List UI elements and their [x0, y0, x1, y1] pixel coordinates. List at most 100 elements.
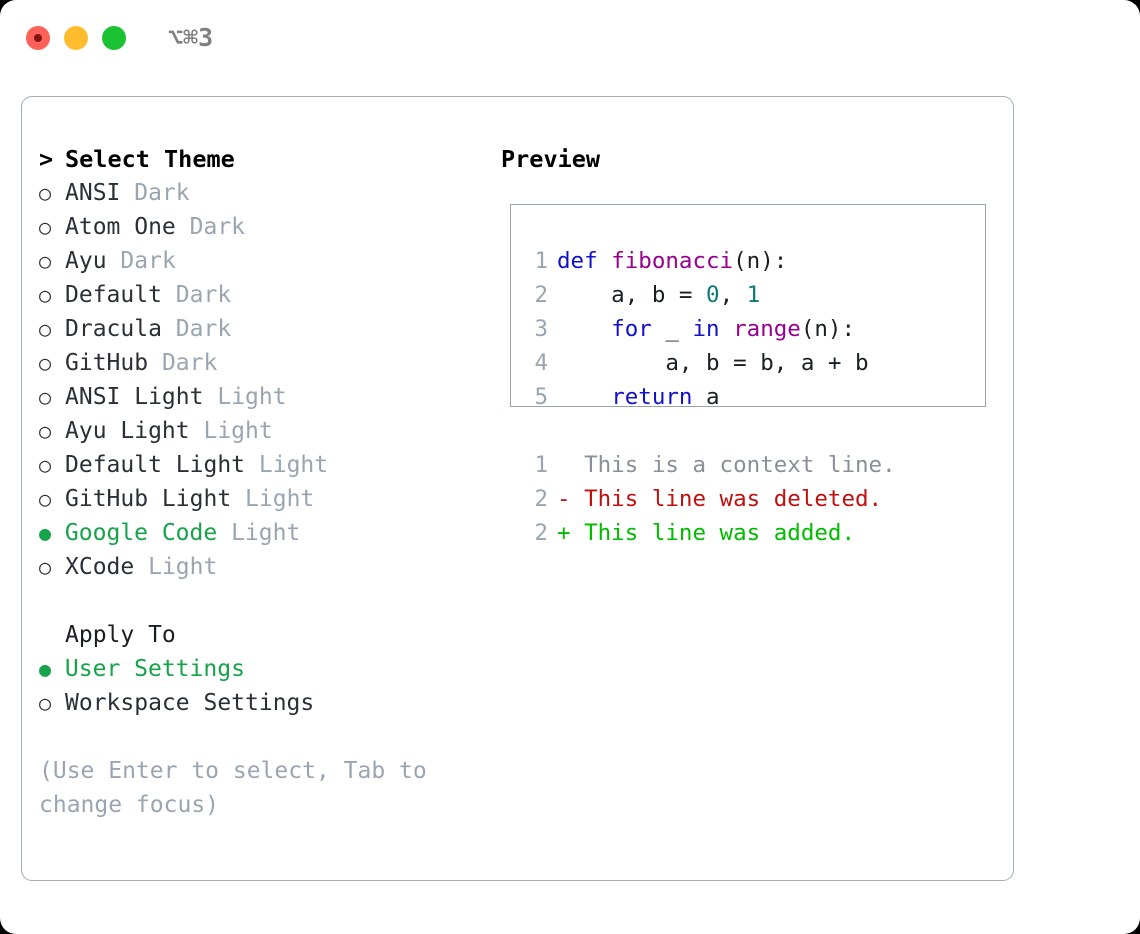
theme-option-tag-label: Light	[231, 520, 301, 546]
code-token: (n):	[733, 248, 788, 274]
diff-marker	[557, 452, 571, 478]
code-line: 5 return a	[511, 380, 985, 414]
line-number: 4	[534, 350, 548, 376]
theme-option-label: GitHub	[65, 350, 149, 376]
radio-unselected-icon: ○	[39, 317, 52, 341]
radio-unselected-icon: ○	[39, 453, 52, 477]
diff-text: This line was added.	[570, 520, 856, 546]
theme-option-tag-label: Light	[203, 418, 273, 444]
theme-option-xcode-light[interactable]: ○ XCode Light	[39, 550, 499, 584]
code-token: fibonacci	[611, 248, 734, 274]
theme-option-dracula-dark[interactable]: ○ Dracula Dark	[39, 312, 499, 346]
maximize-button[interactable]	[102, 26, 126, 50]
keyboard-hint-text: (Use Enter to select, Tab to change focu…	[39, 758, 427, 818]
theme-option-ansi-dark[interactable]: ○ANSI Dark	[39, 176, 499, 210]
code-token: in	[692, 316, 720, 342]
code-token	[557, 316, 611, 342]
code-token: (n):	[800, 316, 856, 342]
radio-selected-icon: ●	[39, 521, 52, 545]
code-line: 2 a, b = 0, 1	[511, 278, 985, 312]
code-token: 1	[746, 282, 761, 308]
code-line: 3 for _ in range(n):	[511, 312, 985, 346]
code-line: 4 a, b = b, a + b	[511, 346, 985, 380]
theme-option-tag-label: Dark	[161, 350, 218, 376]
theme-option-tag-label: Dark	[175, 282, 232, 308]
line-number: 1	[534, 452, 548, 478]
theme-option-tag-label: Dark	[134, 180, 190, 206]
diff-text: This is a context line.	[570, 452, 896, 478]
main-panel: >Select Theme ○ANSI Dark ○Atom One Dark …	[21, 96, 1014, 881]
theme-option-label: Ayu	[65, 248, 107, 274]
diff-line-deleted: 2- This line was deleted.	[511, 482, 985, 516]
theme-option-ayu-dark[interactable]: ○ Ayu Dark	[39, 244, 499, 278]
line-number: 2	[534, 282, 548, 308]
code-token	[557, 384, 611, 410]
theme-option-label: Google Code	[64, 520, 218, 546]
theme-option-label: Dracula	[65, 316, 162, 342]
theme-option-label: ANSI Light	[65, 384, 204, 410]
theme-option-tag	[120, 180, 134, 206]
theme-option-ansi-light[interactable]: ○ANSI Light Light	[39, 380, 499, 414]
theme-option-label: Atom One	[65, 214, 176, 240]
theme-option-default-dark[interactable]: ○Default Dark	[39, 278, 499, 312]
apply-to-header: Apply To	[39, 618, 499, 652]
diff-marker: -	[557, 486, 571, 512]
minimize-button[interactable]	[64, 26, 88, 50]
theme-option-tag-label: Dark	[175, 316, 232, 342]
radio-unselected-icon: ○	[39, 419, 52, 443]
theme-option-label: ANSI	[65, 180, 121, 206]
code-line: 1 def fibonacci(n):	[511, 244, 985, 278]
close-button[interactable]	[26, 26, 50, 50]
diff-spacer	[511, 414, 985, 448]
theme-option-tag-label: Dark	[120, 248, 176, 274]
theme-picker-header-label: Select Theme	[65, 145, 235, 173]
line-number: 1	[534, 248, 548, 274]
code-token: for	[611, 316, 652, 342]
code-token: a, b = b, a + b	[557, 350, 869, 376]
radio-unselected-icon: ○	[39, 555, 52, 579]
code-token: a	[692, 384, 720, 410]
line-number: 5	[534, 384, 548, 410]
line-number: 3	[534, 316, 548, 342]
theme-option-label: XCode	[65, 554, 135, 580]
theme-option-label: GitHub Light	[65, 486, 232, 512]
radio-unselected-icon: ○	[39, 691, 52, 715]
code-token	[720, 316, 734, 342]
theme-option-ayu-light[interactable]: ○Ayu Light Light	[39, 414, 499, 448]
theme-option-tag-label: Light	[258, 452, 329, 478]
diff-line-added: 2+ This line was added.	[511, 516, 985, 550]
keyboard-shortcut-label: ⌥⌘3	[168, 23, 214, 52]
preview-title: Preview	[501, 145, 601, 173]
code-token: _	[651, 316, 693, 342]
diff-text: This line was deleted.	[570, 486, 883, 512]
code-token: def	[557, 248, 612, 274]
line-number: 2	[534, 520, 548, 546]
apply-to-option-label: Workspace Settings	[65, 690, 315, 716]
radio-unselected-icon: ○	[39, 351, 52, 375]
theme-option-atom-one-dark[interactable]: ○Atom One Dark	[39, 210, 499, 244]
theme-picker-column: >Select Theme ○ANSI Dark ○Atom One Dark …	[39, 142, 499, 822]
radio-unselected-icon: ○	[39, 487, 52, 511]
theme-option-label: Default	[65, 282, 162, 308]
theme-option-tag-label: Light	[148, 554, 218, 580]
radio-unselected-icon: ○	[39, 249, 52, 273]
hint-spacer	[39, 720, 499, 754]
caret-icon: >	[39, 145, 54, 173]
apply-to-option-user-settings[interactable]: ● User Settings	[39, 652, 499, 686]
theme-option-github-dark[interactable]: ○ GitHub Dark	[39, 346, 499, 380]
code-token: 0	[706, 282, 720, 308]
apply-to-option-label: User Settings	[64, 656, 245, 682]
theme-option-tag-label: Light	[217, 384, 287, 410]
diff-line-context: 1 This is a context line.	[511, 448, 985, 482]
theme-option-github-light[interactable]: ○GitHub Light Light	[39, 482, 499, 516]
line-number: 2	[534, 486, 548, 512]
code-token: a, b =	[557, 282, 707, 308]
code-token: range	[733, 316, 801, 342]
theme-option-google-code-light[interactable]: ● Google Code Light	[39, 516, 499, 550]
theme-option-default-light[interactable]: ○ Default Light Light	[39, 448, 499, 482]
apply-to-option-workspace-settings[interactable]: ○ Workspace Settings	[39, 686, 499, 720]
theme-option-label: Default Light	[65, 452, 246, 478]
